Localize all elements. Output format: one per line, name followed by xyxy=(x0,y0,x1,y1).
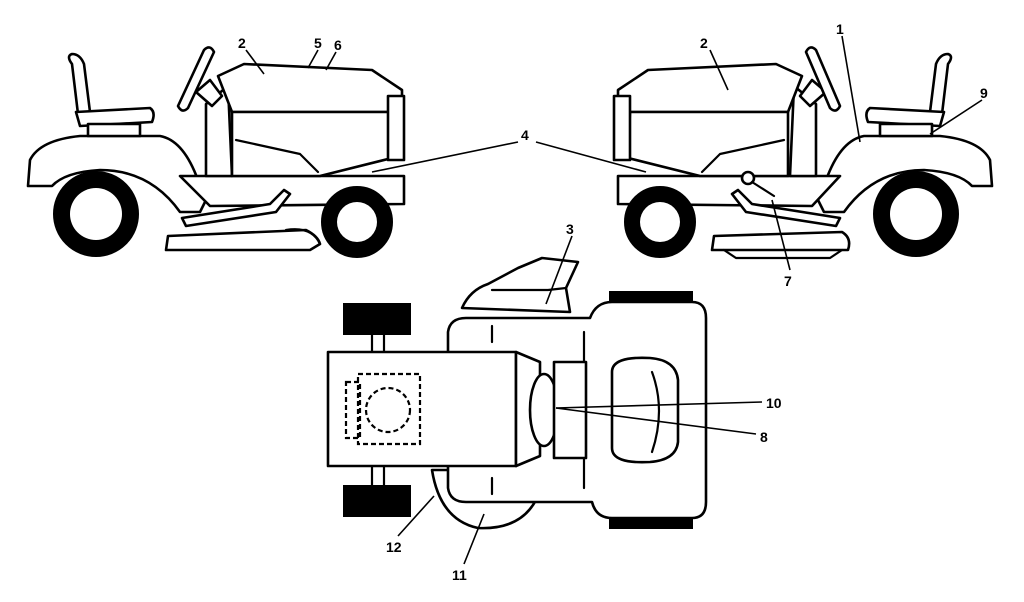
engine-outline-square xyxy=(356,372,422,446)
seat-back-right xyxy=(928,52,953,116)
front-wheel-rim-right xyxy=(640,202,680,242)
seat-back xyxy=(67,52,92,116)
rear-wheel-rim-right xyxy=(890,188,942,240)
front-tire-top-left xyxy=(343,303,411,335)
hood-side-crease-right xyxy=(700,138,786,174)
leader-1 xyxy=(841,35,861,143)
tractor-left-side-view xyxy=(26,46,406,258)
callout-9: 9 xyxy=(980,85,988,101)
front-axle xyxy=(370,332,386,488)
engine-outline-circle xyxy=(364,386,412,434)
deck-lift-lever xyxy=(750,180,776,198)
deck-chute-outline xyxy=(284,228,322,246)
callout-11: 11 xyxy=(452,567,467,583)
hood-right xyxy=(616,62,804,114)
steering-wheel xyxy=(176,46,216,112)
front-tire-bottom-left xyxy=(343,485,411,517)
deck-lift-knob xyxy=(740,170,756,186)
tractor-right-side-view xyxy=(612,46,994,260)
callout-2-right: 2 xyxy=(700,35,708,51)
callout-2-left: 2 xyxy=(238,35,246,51)
hood-side-crease xyxy=(234,138,320,174)
mower-deck-right xyxy=(710,230,851,252)
leader-4-right xyxy=(535,141,647,173)
callout-1: 1 xyxy=(836,21,844,37)
dashboard-tower-right xyxy=(788,84,818,178)
seat-back-top xyxy=(650,370,661,454)
mower-deck-skirt xyxy=(722,248,844,260)
leader-9 xyxy=(929,99,983,135)
rear-wheel-rim xyxy=(70,188,122,240)
hood xyxy=(216,62,404,114)
seat-base-right xyxy=(878,122,934,138)
leader-3 xyxy=(545,235,573,305)
leader-6 xyxy=(325,51,337,71)
deck-lift-linkage-right xyxy=(730,188,842,228)
seat-base xyxy=(86,122,142,138)
hood-side-panel xyxy=(230,110,394,178)
leader-lines xyxy=(245,35,983,565)
front-bumper xyxy=(386,94,406,162)
leader-7 xyxy=(771,199,791,271)
seat-cushion-right xyxy=(865,106,946,128)
callout-10: 10 xyxy=(766,395,782,411)
hood-side-panel-right xyxy=(626,110,790,178)
leader-2-left xyxy=(245,49,265,75)
callout-4: 4 xyxy=(521,127,529,143)
callout-labels: 1 2 2 3 4 5 6 7 8 9 10 11 12 xyxy=(238,21,988,583)
leader-10 xyxy=(555,401,763,409)
leader-5 xyxy=(307,49,319,69)
steering-column xyxy=(194,78,224,108)
rear-fender-right xyxy=(816,134,994,214)
tractor-top-view xyxy=(326,256,708,530)
callout-3: 3 xyxy=(566,221,574,237)
leader-8 xyxy=(555,407,757,435)
callout-8: 8 xyxy=(760,429,768,445)
mower-deck xyxy=(164,228,322,252)
callout-12: 12 xyxy=(386,539,402,555)
leader-2-right xyxy=(709,49,729,91)
callout-5: 5 xyxy=(314,35,322,51)
rear-fender xyxy=(26,134,208,214)
callout-6: 6 xyxy=(334,37,342,53)
discharge-chute xyxy=(460,256,580,314)
seat-cushion xyxy=(74,106,155,128)
leader-4-left xyxy=(371,141,519,173)
seat-top xyxy=(610,356,680,464)
discharge-chute-fold xyxy=(490,286,568,292)
hood-top xyxy=(326,350,518,468)
front-bumper-right xyxy=(612,94,632,162)
steering-wheel-right xyxy=(804,46,842,112)
callout-7: 7 xyxy=(784,273,792,289)
leader-12 xyxy=(397,495,435,537)
front-wheel-rim xyxy=(337,202,377,242)
engine-outline-rear xyxy=(344,380,362,440)
leader-11 xyxy=(463,513,485,565)
deck-lift-linkage xyxy=(180,188,292,228)
